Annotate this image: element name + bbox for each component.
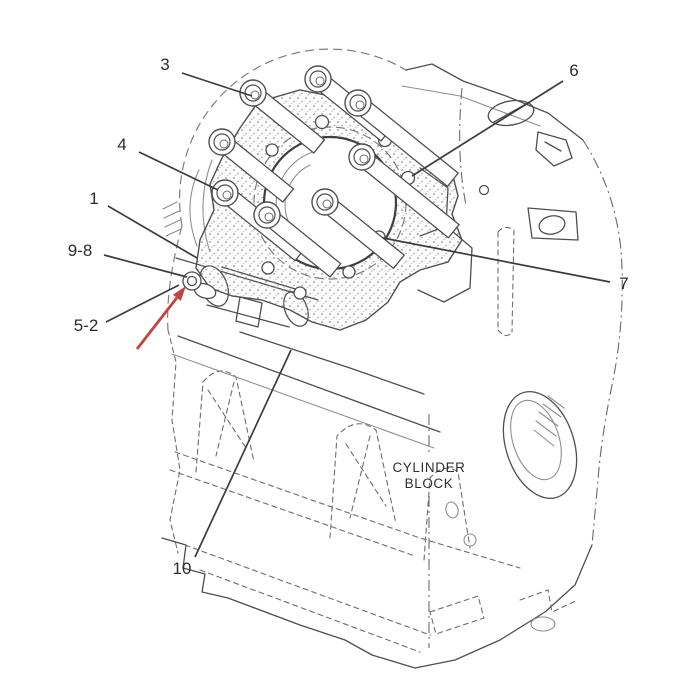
cylinder-block-label-line1: CYLINDER (392, 460, 465, 475)
callout-label-1: 1 (89, 189, 98, 208)
callout-label-5-2: 5-2 (74, 316, 99, 335)
cylinder-block-label-line2: BLOCK (405, 476, 454, 491)
stud-4 (208, 128, 295, 203)
engine-block-line-art (161, 48, 623, 669)
stud-8 (311, 188, 405, 269)
red-pointer-arrow (135, 286, 186, 350)
right-face-details (417, 99, 579, 632)
callout-label-7: 7 (619, 274, 628, 293)
leader-line-5-2 (105, 284, 180, 323)
leader-line-3 (181, 72, 253, 97)
leader-line-9-8 (103, 254, 188, 278)
stud-1 (239, 79, 326, 154)
corner-bolt (182, 271, 217, 300)
callouts: 3 4 1 9-8 5-2 6 7 10 (68, 55, 629, 578)
leader-line-6 (411, 80, 564, 177)
callout-label-9-8: 9-8 (68, 241, 93, 260)
callout-label-3: 3 (160, 55, 169, 74)
leader-line-7 (382, 237, 611, 283)
callout-label-6: 6 (569, 61, 578, 80)
callout-label-4: 4 (117, 135, 126, 154)
red-arrow-head (172, 286, 186, 301)
stud-6 (253, 201, 342, 278)
red-arrow-shaft (135, 296, 178, 350)
leader-line-1 (107, 205, 198, 259)
leader-line-10 (194, 349, 292, 558)
block-outer-silhouette (161, 63, 623, 669)
leader-line-4 (138, 151, 219, 191)
crankcase-hidden-lines (169, 370, 521, 653)
stud-7 (348, 143, 460, 239)
callout-label-10: 10 (173, 559, 192, 578)
